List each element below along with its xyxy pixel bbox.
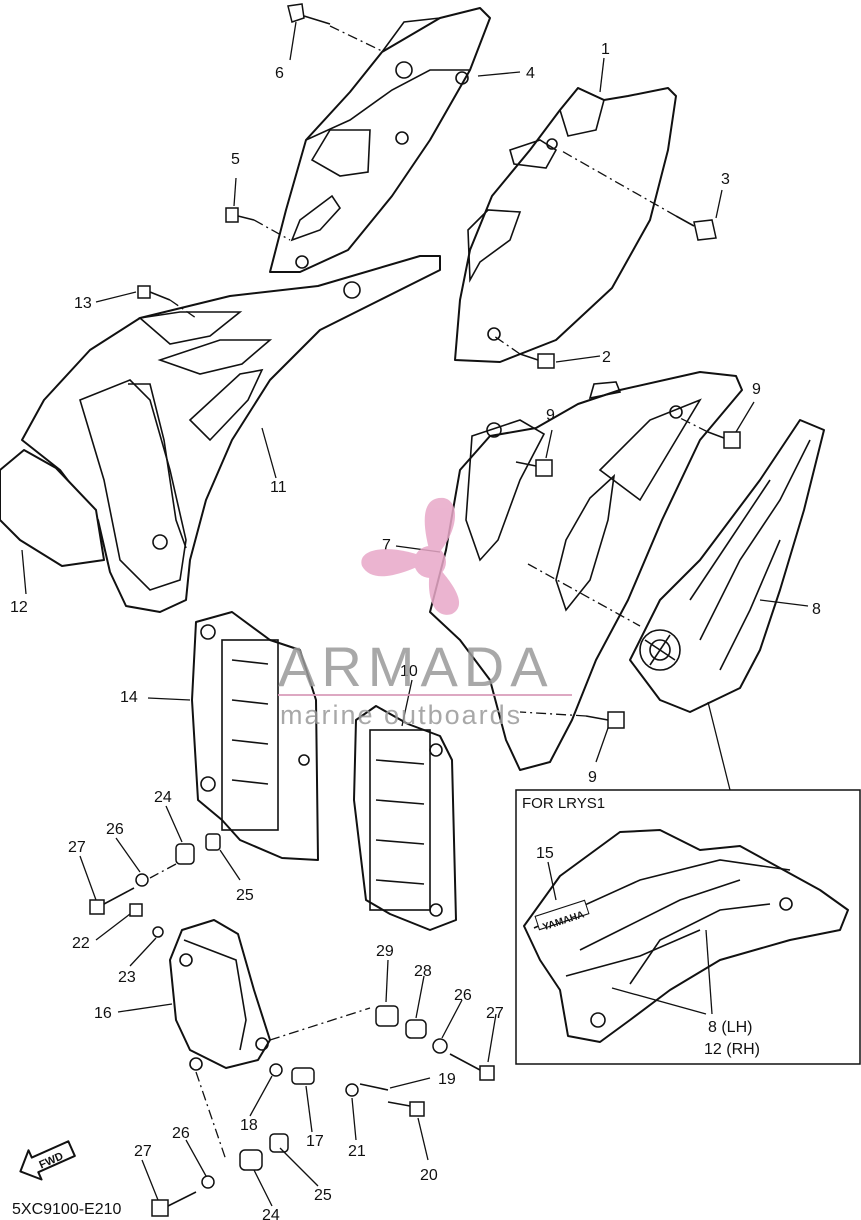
callout-18: 18 (240, 1117, 258, 1134)
callout-24a: 24 (154, 789, 172, 806)
callout-22: 22 (72, 935, 90, 952)
callout-7: 7 (382, 537, 391, 554)
callout-8: 8 (812, 601, 821, 618)
callout-3: 3 (721, 171, 730, 188)
callout-23: 23 (118, 969, 136, 986)
callout-2: 2 (602, 349, 611, 366)
part-7-shroud (429, 371, 743, 771)
callout-4: 4 (526, 65, 535, 82)
callout-26b: 26 (454, 987, 472, 1004)
part-16-tank (169, 919, 271, 1071)
callout-16: 16 (94, 1005, 112, 1022)
callout-10: 10 (400, 663, 418, 680)
callout-27a: 27 (68, 839, 86, 856)
callout-15: 15 (536, 845, 554, 862)
callout-29: 29 (376, 943, 394, 960)
leader-lines (21, 21, 809, 1207)
callout-14: 14 (120, 689, 138, 706)
callout-28: 28 (414, 963, 432, 980)
part-11-shroud (21, 255, 441, 613)
callout-20: 20 (420, 1167, 438, 1184)
callout-5: 5 (231, 151, 240, 168)
callout-9a: 9 (546, 407, 555, 424)
inset-label-rh: 12 (RH) (704, 1041, 760, 1058)
part-8-decal (629, 419, 825, 713)
watermark: ARMADA marine outboards (278, 497, 572, 730)
callout-6: 6 (275, 65, 284, 82)
callout-13: 13 (74, 295, 92, 312)
inset-title: FOR LRYS1 (522, 795, 605, 812)
callout-26a: 26 (106, 821, 124, 838)
callout-17: 17 (306, 1133, 324, 1150)
callout-19: 19 (438, 1071, 456, 1088)
callout-21: 21 (348, 1143, 366, 1160)
callout-25a: 25 (236, 887, 254, 904)
watermark-tagline: marine outboards (280, 700, 522, 730)
callout-9b: 9 (752, 381, 761, 398)
callout-25b: 25 (314, 1187, 332, 1204)
fwd-arrow: FWD (19, 1140, 76, 1181)
part-1-side-plate (454, 87, 677, 363)
hardware (89, 3, 741, 1217)
callout-12: 12 (10, 599, 28, 616)
watermark-brand: ARMADA (278, 635, 554, 698)
diagram-code: 5XC9100-E210 (12, 1201, 122, 1218)
part-10-radiator (353, 705, 457, 931)
part-12-panel (0, 449, 105, 567)
callout-27c: 27 (134, 1143, 152, 1160)
callout-11: 11 (270, 479, 287, 496)
part-14-radiator (191, 611, 319, 861)
part-4-cover (269, 7, 491, 273)
callout-1: 1 (601, 41, 610, 58)
watermark-propeller-icon (361, 497, 460, 615)
callout-9c: 9 (588, 769, 597, 786)
inset-label-lh: 8 (LH) (708, 1019, 752, 1036)
inset-lrys1: FOR LRYS1 YAMAHA 8 (LH) 12 (RH) (515, 789, 861, 1065)
callout-24b: 24 (262, 1207, 280, 1220)
callout-26c: 26 (172, 1125, 190, 1142)
callout-labels: 1 2 3 4 5 6 7 8 9 9 9 10 11 12 13 14 15 … (10, 41, 821, 1220)
callout-27b: 27 (486, 1005, 504, 1022)
